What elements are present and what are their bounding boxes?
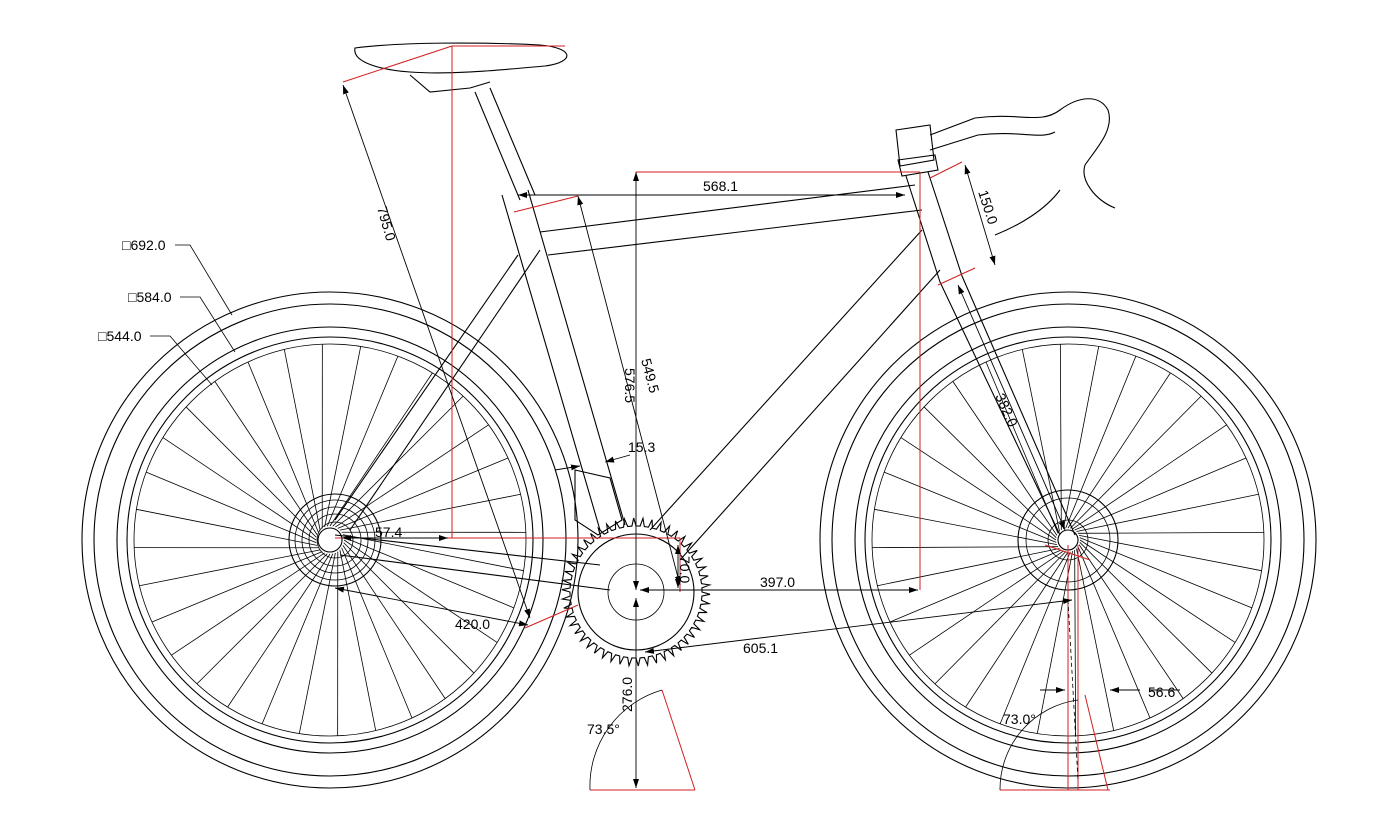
spoke [872,546,1059,549]
spoke [185,406,317,538]
spoke [136,508,318,546]
spoke [339,549,377,731]
spoke [889,549,1062,623]
spoke [342,545,446,699]
spoke [1076,493,1259,532]
spoke [1076,548,1115,731]
construction-lines [335,45,1110,791]
spoke [1079,537,1253,609]
spoke [335,424,489,528]
spoke [1063,346,1100,529]
spoke [1074,457,1247,531]
spoke [261,553,334,725]
bb-drop-label: 70.0 [677,556,693,583]
spoke [342,534,524,572]
spoke [162,437,317,541]
trail-label: 56.6 [1148,684,1175,700]
reach-label: 397.0 [760,574,795,590]
rear-spokes [134,344,526,736]
spoke [1067,372,1171,529]
spoke [139,549,321,587]
spoke [1065,355,1137,529]
spoke [1077,546,1151,719]
wheel-outer-diameter-label: □692.0 [122,237,166,253]
spoke [343,536,515,609]
wheel-tire-diameter-label: □584.0 [128,289,172,305]
top-tube-label: 568.1 [703,178,738,194]
head-angle-label: 73.0° [1003,711,1036,727]
rear-wheel [81,291,579,789]
spoke [214,381,318,535]
spoke [339,493,521,531]
spoke [227,553,331,708]
spoke [171,552,325,656]
spoke [1079,535,1262,572]
spoke [1079,542,1213,674]
spoke [874,508,1057,545]
chainstay-label: 420.0 [455,616,490,632]
spoke [877,548,1060,587]
spoke [326,355,399,527]
spoke [332,395,464,527]
seat-angle-label: 73.5° [587,721,620,737]
dimension-lines [150,84,1180,791]
spoke [343,542,475,674]
spoke [934,551,1066,685]
spoke [909,550,1064,656]
chainstay-drop-label: 57.4 [375,524,402,540]
spoke [1074,549,1077,736]
spoke [196,553,328,685]
fork-length-label: 382.0 [992,391,1021,430]
seat-tube-long-label: 795.0 [374,204,399,242]
spoke [298,552,336,734]
spoke [1070,395,1202,529]
seat-offset-label: 15.3 [628,439,655,455]
front-center-label: 605.1 [743,640,778,656]
wheel-rim-diameter-label: □544.0 [98,328,142,344]
spoke [145,471,317,544]
head-tube-label: 150.0 [975,188,1001,226]
spoke [283,349,321,531]
dimension-labels: □692.0 □584.0 □544.0 568.1 150.0 795.0 5… [98,178,1175,737]
spoke [923,406,1057,538]
stack-label: 576.5 [622,368,638,403]
spoke [151,551,323,623]
spoke [1072,424,1227,530]
spoke [1077,531,1264,534]
spoke [1078,544,1184,699]
spoke [1079,539,1236,643]
seat-tube-label: 549.5 [638,357,663,395]
bb-height-label: 276.0 [619,677,635,712]
